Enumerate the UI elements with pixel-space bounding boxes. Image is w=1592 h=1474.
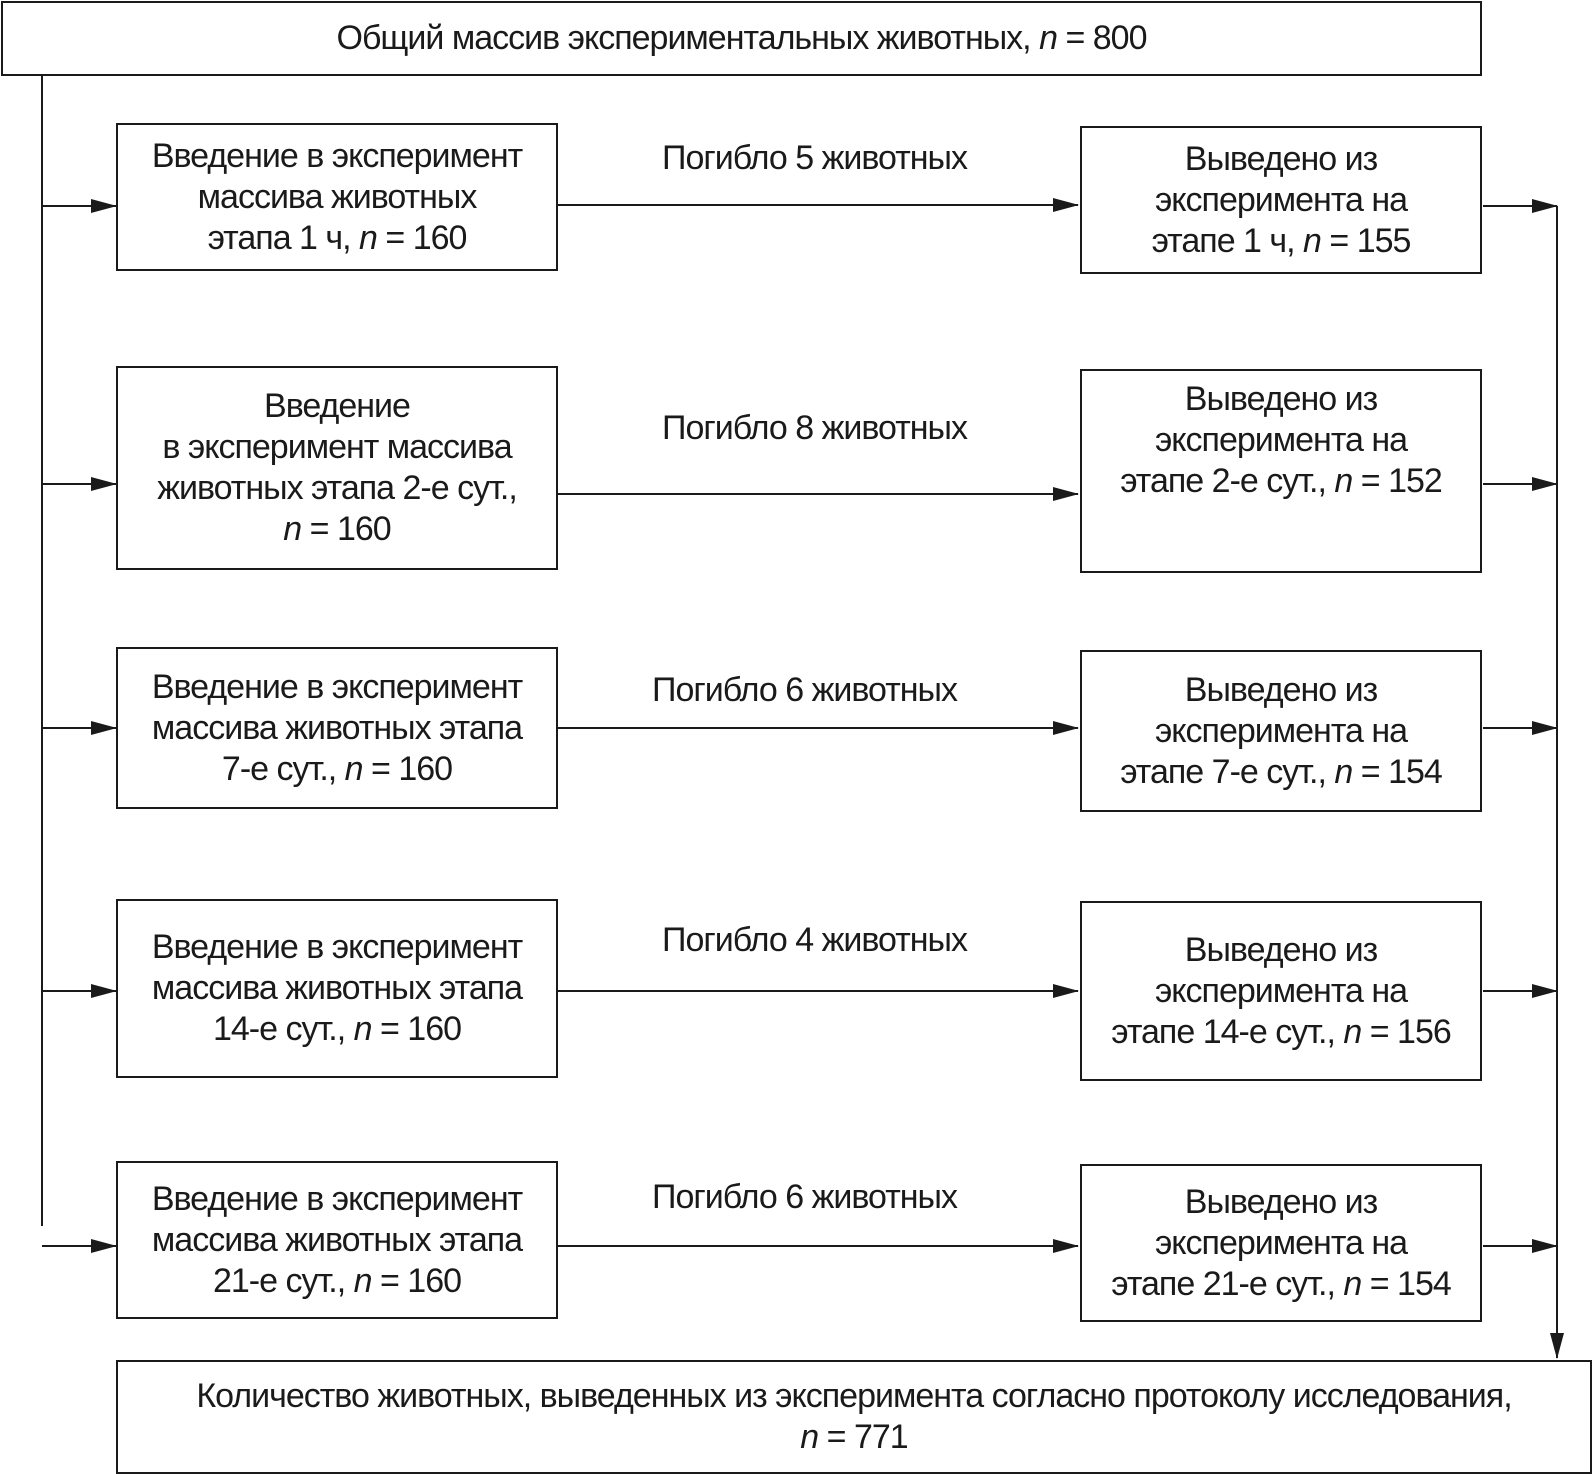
exit-stage-label: этапе 21-е сут., [1111,1264,1336,1303]
entry-line: Введение в эксперимент [151,1179,523,1218]
n-symbol: n [353,1010,373,1048]
entry-count: = 160 [385,218,467,257]
protocol-total-value-line: n = 771 [196,1417,1511,1458]
entry-line: Введение [264,387,411,425]
exit-stage-label: этапе 1 ч, [1151,221,1296,260]
n-symbol: n [1334,752,1353,791]
exit-line-last: этапе 14-е сут., n = 156 [1111,1012,1452,1053]
exit-line: эксперимента на [1154,1223,1408,1262]
exit-line-last: этапе 21-е сут., n = 154 [1111,1264,1452,1305]
died-label-stage-1: Погибло 5 животных [662,139,968,177]
n-symbol: n [1343,1012,1362,1051]
n-symbol: n [800,1418,819,1456]
exit-count: = 154 [1369,1264,1452,1303]
entry-count: = 160 [380,1261,462,1300]
exit-stage-label: этапе 7-е сут., [1120,752,1327,791]
exit-line: эксперимента на [1154,711,1408,750]
exit-count: = 152 [1360,462,1443,500]
exit-line-last: этапе 1 ч, n = 155 [1151,221,1412,262]
total-animals-label: Общий массив экспериментальных животных, [336,19,1032,57]
exit-stage-label: этапе 2-е сут., [1120,462,1327,500]
exit-box-stage-5: Выведено из эксперимента на этапе 21-е с… [1080,1164,1482,1322]
exit-line: Выведено из [1184,670,1378,709]
entry-count: = 160 [309,510,392,548]
entry-box-stage-3: Введение в эксперимент массива животных … [116,647,558,809]
entry-box-stage-5: Введение в эксперимент массива животных … [116,1161,558,1319]
n-symbol: n [1039,19,1058,57]
entry-line-last: 14-е сут., n = 160 [152,1009,522,1050]
entry-stage-label: 14-е сут., [212,1010,346,1048]
exit-count: = 155 [1329,221,1411,260]
exit-box-stage-4: Выведено из эксперимента на этапе 14-е с… [1080,901,1482,1081]
exit-line: эксперимента на [1154,971,1408,1010]
entry-line: Введение в эксперимент [151,667,523,706]
entry-line: Введение в эксперимент [151,136,523,175]
total-animals-box: Общий массив экспериментальных животных,… [1,1,1482,76]
exit-count: = 156 [1369,1012,1452,1051]
exit-line: Выведено из [1184,380,1378,418]
exit-line: эксперимента на [1154,421,1408,459]
entry-box-stage-4: Введение в эксперимент массива животных … [116,899,558,1078]
n-symbol: n [1343,1264,1362,1303]
entry-line-last: 7-е сут., n = 160 [152,749,522,790]
n-symbol: n [353,1261,373,1300]
entry-line-last: 21-е сут., n = 160 [152,1261,522,1302]
exit-line: Выведено из [1184,930,1378,969]
total-animals-text: Общий массив экспериментальных животных,… [336,18,1148,59]
entry-line: животных этапа 2-е сут., [157,469,518,507]
n-symbol: n [1334,462,1353,500]
exit-line-last: этапе 7-е сут., n = 154 [1120,752,1443,793]
exit-box-stage-2: Выведено из эксперимента на этапе 2-е су… [1080,369,1482,573]
n-symbol: n [1303,221,1322,260]
died-label-stage-4: Погибло 4 животных [662,921,968,959]
exit-line: эксперимента на [1154,180,1408,219]
exit-count: = 154 [1360,752,1443,791]
entry-box-stage-1: Введение в эксперимент массива животных … [116,123,558,271]
entry-line: Введение в эксперимент [151,928,523,966]
entry-count: = 160 [380,1010,462,1048]
died-label-stage-5: Погибло 6 животных [652,1178,958,1216]
entry-stage-label: этапа 1 ч, [207,218,352,257]
entry-line: массива животных этапа [151,1220,523,1259]
n-symbol: n [283,510,302,548]
total-animals-value: = 800 [1065,19,1147,57]
entry-box-stage-2: Введение в эксперимент массива животных … [116,366,558,570]
exit-stage-label: этапе 14-е сут., [1111,1012,1336,1051]
entry-line: массива животных этапа [151,708,523,747]
n-symbol: n [344,749,364,788]
entry-stage-label: 21-е сут., [212,1261,346,1300]
protocol-total-value: = 771 [826,1418,909,1456]
exit-line: Выведено из [1184,1182,1378,1221]
protocol-total-box: Количество животных, выведенных из экспе… [116,1360,1592,1474]
entry-line: в эксперимент массива [162,428,512,466]
exit-line-last: этапе 2-е сут., n = 152 [1120,461,1443,502]
protocol-total-label: Количество животных, выведенных из экспе… [196,1377,1512,1415]
n-symbol: n [359,218,378,257]
exit-line: Выведено из [1184,139,1378,178]
entry-stage-label: 7-е сут., [221,749,337,788]
died-label-stage-2: Погибло 8 животных [662,409,968,447]
entry-line-last: n = 160 [157,509,517,550]
entry-line-last: этапа 1 ч, n = 160 [152,218,522,259]
exit-box-stage-1: Выведено из эксперимента на этапе 1 ч, n… [1080,126,1482,274]
entry-line: массива животных [197,177,478,216]
entry-line: массива животных этапа [151,969,523,1007]
exit-box-stage-3: Выведено из эксперимента на этапе 7-е су… [1080,650,1482,812]
entry-count: = 160 [371,749,453,788]
died-label-stage-3: Погибло 6 животных [652,671,958,709]
